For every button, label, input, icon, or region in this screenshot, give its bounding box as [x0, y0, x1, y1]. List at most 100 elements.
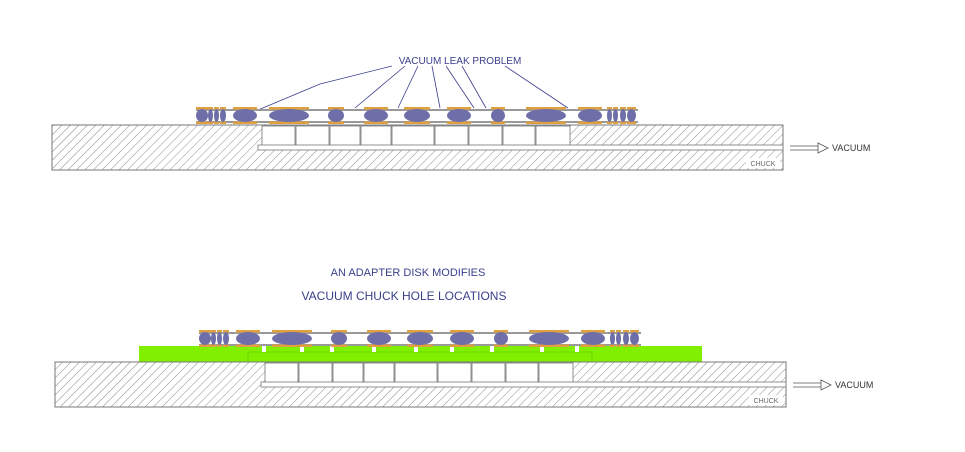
adapter-disk-step: [247, 351, 593, 363]
callout-line: [461, 65, 487, 109]
bump-pad-top: [236, 330, 260, 333]
bump-pad-bottom: [404, 121, 430, 124]
vacuum-hole: [261, 125, 296, 147]
bump-pad-bottom: [610, 344, 615, 347]
solder-bump: [220, 109, 226, 122]
bump-pad-bottom: [272, 344, 312, 347]
bump-pad-top: [211, 330, 216, 333]
bump-pad-top: [578, 107, 602, 110]
bump-pad-bottom: [328, 121, 344, 124]
top-chuck: CHUCK: [51, 124, 784, 171]
bump-pad-bottom: [217, 344, 222, 347]
bump-pad-bottom: [208, 121, 213, 124]
bump-pad-top: [217, 330, 222, 333]
callout-line: [504, 65, 569, 109]
solder-bump: [620, 109, 626, 122]
vacuum-hole: [437, 362, 472, 384]
bump-pad-top: [623, 330, 629, 333]
vacuum-hole: [360, 125, 392, 147]
bump-pad-bottom: [407, 344, 433, 347]
adapter-rib: [540, 346, 544, 352]
vacuum-hole: [505, 362, 539, 384]
bump-pad-top: [526, 107, 566, 110]
bump-pad-top: [196, 107, 208, 110]
solder-bump: [623, 332, 629, 345]
vacuum-hole: [295, 125, 330, 147]
vacuum-hole: [434, 125, 469, 147]
adapter-caption-line2: VACUUM CHUCK HOLE LOCATIONS: [302, 289, 507, 303]
adapter-caption-line1: AN ADAPTER DISK MODIFIES: [331, 267, 486, 279]
adapter-rib: [262, 346, 266, 352]
bump-pad-top: [616, 330, 621, 333]
bump-pad-bottom: [613, 121, 618, 124]
bump-pad-bottom: [623, 344, 629, 347]
bump-pad-bottom: [364, 121, 388, 124]
solder-bump: [607, 109, 612, 122]
callout-line: [319, 65, 393, 85]
bump-pad-bottom: [199, 344, 211, 347]
vacuum-hole: [329, 125, 361, 147]
bump-pad-top: [447, 107, 471, 110]
bump-pad-top: [233, 107, 257, 110]
solder-bump: [447, 109, 471, 122]
bump-pad-bottom: [494, 344, 508, 347]
bump-pad-bottom: [269, 121, 309, 124]
bump-pad-bottom: [529, 344, 569, 347]
solder-bump: [613, 109, 618, 122]
vacuum-hole: [264, 362, 299, 384]
vacuum-hole: [363, 362, 395, 384]
adapter-disk: [139, 346, 702, 363]
vacuum-channel: [257, 144, 784, 151]
bump-pad-bottom: [447, 121, 471, 124]
solder-bump: [331, 332, 347, 345]
bump-pad-top: [610, 330, 615, 333]
solder-bump: [494, 332, 508, 345]
adapter-rib: [414, 346, 418, 352]
bump-pad-bottom: [627, 121, 636, 124]
solder-bump: [236, 332, 260, 345]
vacuum-hole: [535, 125, 571, 147]
solder-bump: [616, 332, 621, 345]
solder-bump: [196, 109, 208, 122]
bump-pad-bottom: [450, 344, 474, 347]
chuck-label: CHUCK: [754, 398, 779, 405]
bump-pad-bottom: [620, 121, 626, 124]
callout-line: [397, 65, 419, 109]
bump-pad-bottom: [578, 121, 602, 124]
bump-pad-bottom: [331, 344, 347, 347]
bump-pad-top: [581, 330, 605, 333]
bump-pad-top: [491, 107, 505, 110]
bump-pad-top: [627, 107, 636, 110]
solder-bump: [364, 109, 388, 122]
bump-pad-top: [223, 330, 229, 333]
bump-pad-bottom: [211, 344, 216, 347]
adapter-rib: [490, 346, 494, 352]
bump-pad-top: [613, 107, 618, 110]
solder-bump: [630, 332, 639, 345]
bump-pad-top: [214, 107, 219, 110]
bottom-assembly: AN ADAPTER DISK MODIFIES VACUUM CHUCK HO…: [54, 267, 873, 408]
vacuum-hole: [538, 362, 574, 384]
bump-pad-bottom: [630, 344, 639, 347]
bump-pad-top: [607, 107, 612, 110]
solder-bump: [450, 332, 474, 345]
bump-pad-top: [199, 330, 211, 333]
leak-problem-label: VACUUM LEAK PROBLEM: [399, 56, 522, 67]
solder-bump: [211, 332, 216, 345]
bump-pad-top: [494, 330, 508, 333]
vacuum-hole: [391, 125, 435, 147]
callout-line: [354, 65, 406, 109]
solder-bump: [526, 109, 566, 122]
arrow-head: [820, 379, 832, 391]
vacuum-hole: [471, 362, 506, 384]
solder-bump: [578, 109, 602, 122]
adapter-rib: [330, 346, 334, 352]
top-leak-callouts: [257, 65, 569, 111]
bump-pad-bottom: [607, 121, 612, 124]
top-bump-row: [196, 107, 636, 124]
top-package: [196, 107, 638, 124]
top-vacuum-label: VACUUM: [832, 143, 870, 153]
bump-pad-top: [269, 107, 309, 110]
bump-pad-top: [404, 107, 430, 110]
bump-pad-top: [331, 330, 347, 333]
